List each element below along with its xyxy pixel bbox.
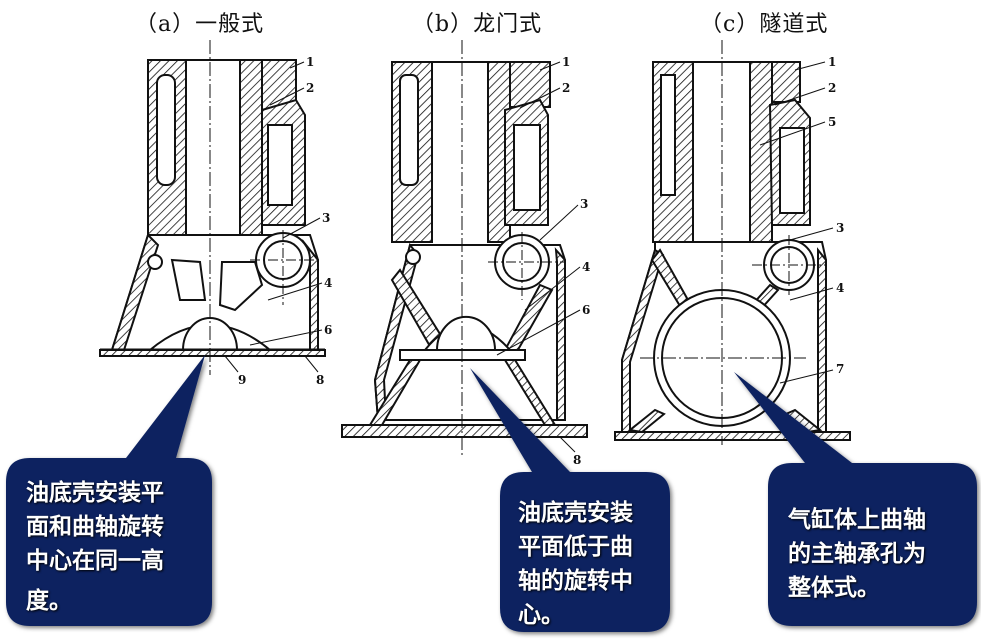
part-label: 7 xyxy=(836,362,844,376)
part-label: 3 xyxy=(836,221,844,235)
part-label: 2 xyxy=(828,81,836,95)
part-label: 6 xyxy=(582,303,590,317)
callout-gantry-type xyxy=(470,368,670,632)
part-labels-general-type: 1 2 3 4 6 8 9 xyxy=(238,55,332,387)
part-label: 8 xyxy=(573,453,581,467)
part-label: 4 xyxy=(324,276,332,290)
title-general-type: （a）一般式 xyxy=(135,12,265,37)
callout-tunnel-type xyxy=(734,372,977,626)
callout-general-type xyxy=(6,355,212,626)
title-tunnel-type: （c）隧道式 xyxy=(700,12,829,37)
part-label: 2 xyxy=(306,81,314,95)
part-label: 1 xyxy=(306,55,314,69)
part-label: 3 xyxy=(322,211,330,225)
part-labels-tunnel-type: 1 2 5 3 4 7 xyxy=(828,55,844,376)
part-label: 5 xyxy=(828,115,836,129)
title-gantry-type: （b）龙门式 xyxy=(412,12,543,37)
cylinder-wall-right xyxy=(239,59,263,236)
diagram-gantry-type xyxy=(341,40,588,455)
part-label: 6 xyxy=(324,323,332,337)
diagram-general-type xyxy=(99,40,326,375)
part-label: 9 xyxy=(238,373,246,387)
part-label: 1 xyxy=(828,55,836,69)
part-label: 3 xyxy=(580,197,588,211)
part-label: 1 xyxy=(562,55,570,69)
part-labels-gantry-type: 1 2 3 4 6 8 xyxy=(562,55,590,467)
diagram-tunnel-type xyxy=(614,40,851,445)
callout-text-gantry-type: 油底壳安装 平面低于曲 轴的旋转中 心。 xyxy=(518,499,633,628)
callout-text-general-type: 油底壳安装平 面和曲轴旋转 中心在同一高 度。 xyxy=(26,479,164,614)
part-label: 2 xyxy=(562,81,570,95)
part-label: 4 xyxy=(836,281,844,295)
callout-text-tunnel-type: 气缸体上曲轴 的主轴承孔为 整体式。 xyxy=(788,506,926,601)
part-label: 8 xyxy=(316,373,324,387)
part-label: 4 xyxy=(582,260,590,274)
